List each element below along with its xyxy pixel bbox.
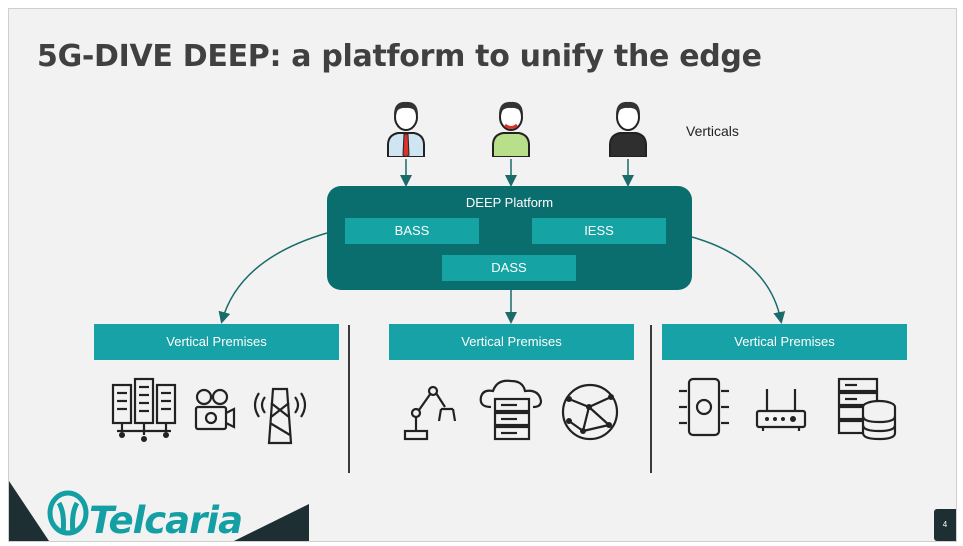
slide: 5G-DIVE DEEP: a platform to unify the ed… bbox=[8, 8, 957, 542]
vertical-premises-2: Vertical Premises bbox=[389, 324, 634, 360]
vertical-premises-3: Vertical Premises bbox=[662, 324, 907, 360]
vertical-premises-1: Vertical Premises bbox=[94, 324, 339, 360]
deep-platform: DEEP Platform BASS IESS DASS bbox=[327, 186, 692, 290]
slide-title: 5G-DIVE DEEP: a platform to unify the ed… bbox=[37, 39, 762, 74]
divider bbox=[348, 325, 350, 473]
mobile-device-icon bbox=[679, 377, 729, 437]
component-iess: IESS bbox=[532, 218, 666, 244]
router-icon bbox=[755, 389, 807, 431]
globe-network-icon bbox=[561, 383, 619, 441]
telcaria-logo-text: Telcaria bbox=[89, 499, 243, 542]
user-icon-headset bbox=[492, 101, 530, 157]
connector-arrows bbox=[218, 159, 786, 324]
video-camera-icon bbox=[194, 388, 236, 431]
component-bass: BASS bbox=[345, 218, 479, 244]
user-icon-dark bbox=[609, 101, 647, 157]
platform-title: DEEP Platform bbox=[465, 195, 554, 210]
telcaria-logo-icon bbox=[47, 490, 89, 536]
verticals-label: Verticals bbox=[686, 123, 739, 139]
database-server-icon bbox=[837, 377, 897, 441]
page-number: 4 bbox=[934, 509, 956, 541]
robot-arm-icon bbox=[403, 385, 457, 441]
cloud-server-icon bbox=[479, 379, 543, 441]
component-dass: DASS bbox=[442, 255, 576, 281]
server-rack-icon bbox=[111, 377, 177, 442]
user-icon-tie bbox=[387, 101, 425, 157]
divider bbox=[650, 325, 652, 473]
cell-tower-icon bbox=[253, 387, 307, 445]
footer-decoration bbox=[9, 481, 309, 541]
